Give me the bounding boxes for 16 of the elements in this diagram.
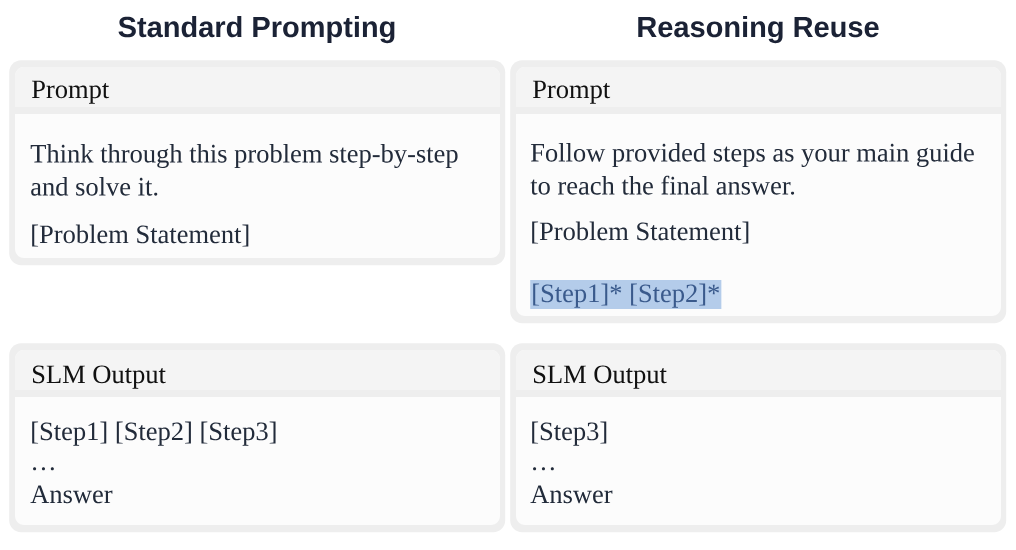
card-header: SLM Output xyxy=(15,350,500,390)
body-text: [Step1] [Step2] [Step3] xyxy=(32,421,276,446)
body-text: … xyxy=(533,467,554,471)
card-header: SLM Output xyxy=(516,350,1001,390)
body-text: [Problem Statement] xyxy=(532,221,749,244)
body-text: … xyxy=(33,467,54,471)
column-heading: Reasoning Reuse xyxy=(638,16,879,44)
body-text: Think through this problem step-by-step and solve it. xyxy=(30,144,458,196)
body-text: Answer xyxy=(530,485,613,504)
body-text: Follow provided steps as your main guide to reach the final answer. xyxy=(530,143,974,195)
body-text: [Step3] xyxy=(532,421,607,446)
card-header: Prompt xyxy=(15,67,500,107)
highlighted-text: [Step1]* [Step2]* xyxy=(530,280,722,309)
body-text: Answer xyxy=(30,485,113,504)
body-text: [Problem Statement] xyxy=(32,224,249,247)
card-header: Prompt xyxy=(516,67,1001,107)
